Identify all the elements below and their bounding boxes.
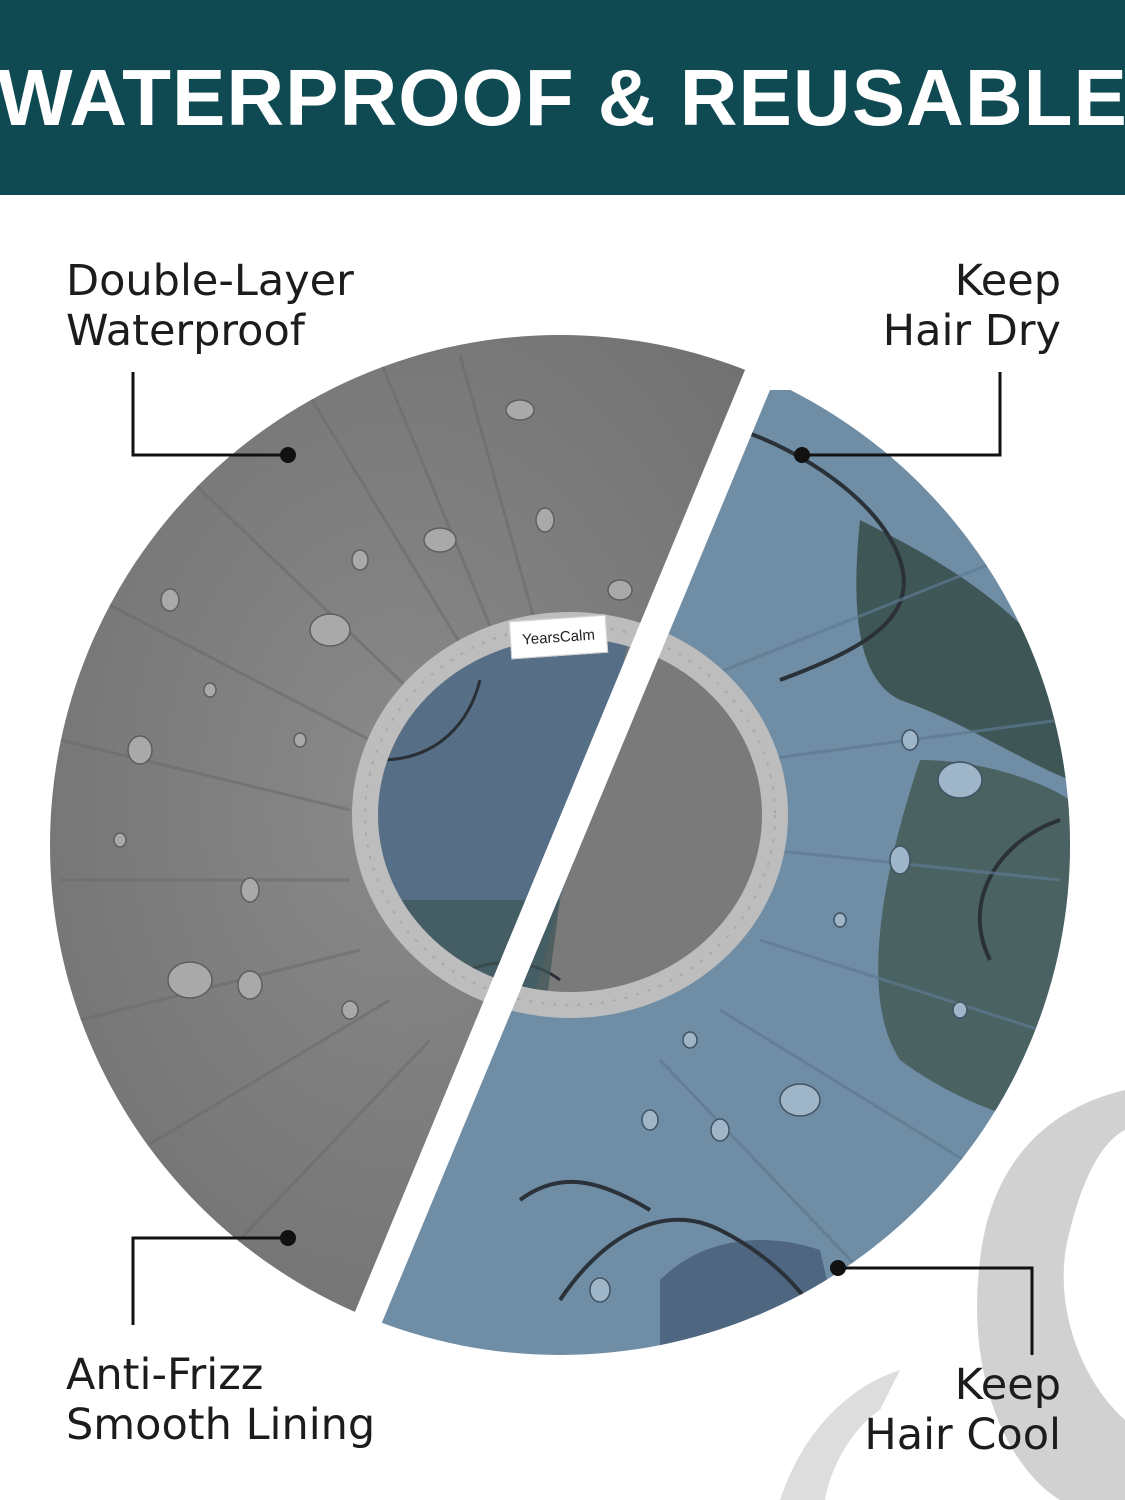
label-keep-hair-cool: Keep Hair Cool	[864, 1360, 1061, 1460]
label-keep-hair-dry: Keep Hair Dry	[883, 256, 1061, 356]
callout-top-right	[802, 372, 1002, 457]
label-line: Double-Layer	[66, 256, 354, 306]
label-double-layer-waterproof: Double-Layer Waterproof	[66, 256, 354, 356]
label-line: Waterproof	[66, 306, 305, 356]
callout-dot	[794, 447, 810, 463]
label-line: Keep	[954, 1360, 1061, 1410]
callout-dot	[280, 1230, 296, 1246]
banner-title: WATERPROOF & REUSABLE	[0, 52, 1125, 142]
brush-stroke-decoration	[977, 1090, 1125, 1500]
label-line: Smooth Lining	[66, 1400, 376, 1450]
banner: WATERPROOF & REUSABLE	[0, 0, 1125, 195]
label-line: Hair Cool	[864, 1410, 1061, 1460]
brush-stroke-decoration	[780, 1370, 900, 1500]
label-line: Keep	[954, 256, 1061, 306]
brand-tag: YearsCalm	[508, 614, 609, 660]
callout-dot	[280, 447, 296, 463]
callout-bottom-left	[131, 1236, 288, 1325]
callout-dot	[830, 1260, 846, 1276]
label-line: Anti-Frizz	[66, 1350, 264, 1400]
label-line: Hair Dry	[882, 306, 1061, 356]
callout-top-left	[131, 372, 288, 457]
callout-bottom-right	[838, 1266, 1034, 1355]
label-anti-frizz-smooth-lining: Anti-Frizz Smooth Lining	[66, 1350, 375, 1450]
diagonal-divider	[330, 370, 775, 1380]
